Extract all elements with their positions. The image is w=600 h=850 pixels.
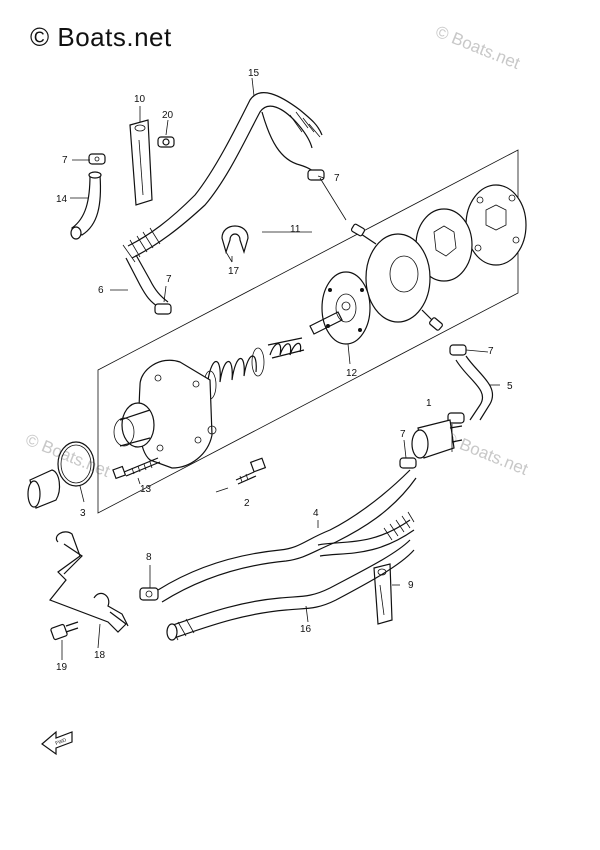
hose-16	[166, 539, 415, 641]
bolt-19	[50, 621, 79, 641]
callout-17: 17	[228, 266, 240, 277]
callout-2: 2	[244, 498, 250, 509]
clip-7e	[447, 412, 465, 424]
clip-7b	[154, 303, 172, 315]
callout-5: 5	[507, 381, 513, 392]
hose-5	[455, 355, 493, 421]
screw-2	[215, 457, 267, 493]
callout-14: 14	[56, 194, 68, 205]
callout-7-c: 7	[334, 173, 340, 184]
clip-7a	[88, 153, 106, 165]
strap-9	[373, 563, 393, 625]
callout-15: 15	[248, 68, 260, 79]
callout-7-e: 7	[400, 429, 406, 440]
callout-6: 6	[98, 285, 104, 296]
diaphragm-12	[309, 271, 371, 345]
strap-10	[129, 119, 153, 206]
wire-bracket-18	[49, 531, 129, 633]
callout-1: 1	[426, 398, 432, 409]
watermark-main: © Boats.net	[30, 22, 172, 52]
bolt-13	[112, 457, 161, 480]
hose-14	[70, 171, 102, 240]
callout-9: 9	[408, 580, 414, 591]
callout-16: 16	[300, 624, 312, 635]
fwd-label: FWD	[55, 737, 68, 747]
callout-8: 8	[146, 552, 152, 563]
callout-7-a: 7	[62, 155, 68, 166]
callout-7-b: 7	[166, 274, 172, 285]
clip-7c	[307, 169, 347, 221]
bracket-17	[221, 225, 249, 263]
spring-small	[267, 337, 305, 359]
clip-7f	[399, 457, 417, 469]
clip-8	[139, 587, 159, 601]
callout-13: 13	[140, 484, 152, 495]
callout-11: 11	[290, 224, 301, 235]
callout-19: 19	[56, 662, 68, 673]
clip-7d	[449, 344, 467, 356]
hose-4	[157, 469, 417, 603]
clip-20	[157, 136, 175, 148]
callout-18: 18	[94, 650, 106, 661]
pump-housing	[113, 359, 217, 469]
pump-diaphragm-stack-11	[350, 184, 527, 331]
callout-20: 20	[162, 110, 174, 121]
callout-labels: 1 2 3 4 5 6 7 7 7 7 7 8 9 10 11 12 13 14…	[56, 68, 513, 673]
gasket-3	[27, 441, 95, 509]
filter-1	[411, 419, 463, 459]
callout-4: 4	[313, 508, 319, 519]
callout-7-d: 7	[488, 346, 494, 357]
spring-large	[203, 347, 265, 400]
callout-12: 12	[346, 368, 358, 379]
fwd-arrow: FWD	[41, 730, 73, 756]
callout-3: 3	[80, 508, 86, 519]
leader-lines	[61, 77, 500, 660]
hose-6	[125, 254, 169, 309]
callout-10: 10	[134, 94, 146, 105]
assembly-frame	[97, 149, 519, 514]
